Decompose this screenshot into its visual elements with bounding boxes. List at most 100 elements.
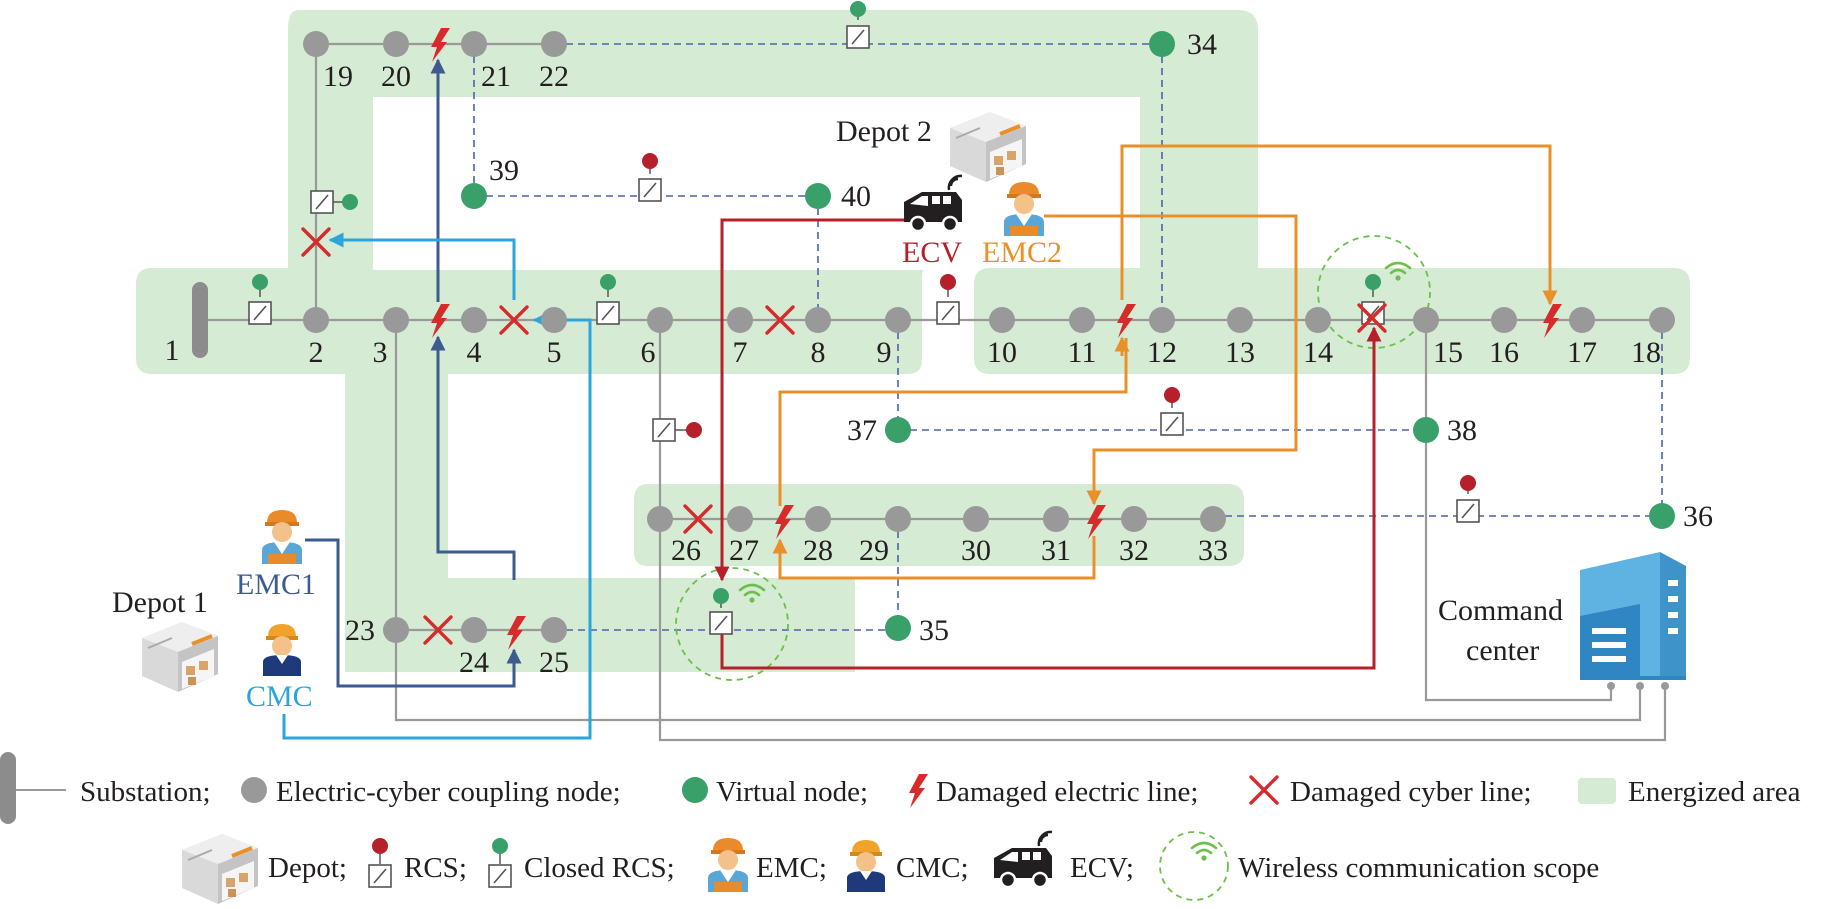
energized-area-bottom [634, 484, 1244, 566]
node-label-5: 5 [547, 336, 562, 369]
closed-rcs-icon [846, 1, 870, 49]
legend-depot-label: Depot; [268, 852, 347, 884]
legend-ecv-label: ECV; [1070, 852, 1134, 884]
legend-damaged-cyber: Damaged cyber line; [1249, 775, 1532, 808]
coupling-node-24 [461, 617, 487, 643]
depot-2: Depot 2 [836, 110, 1028, 184]
node-label-1: 1 [165, 334, 180, 367]
closed-rcs-icon [488, 864, 512, 888]
closed-rcs-icon [310, 190, 358, 214]
node-label-7: 7 [733, 336, 748, 369]
legend-closed-rcs-label: Closed RCS; [524, 852, 675, 884]
wireless-scopes [675, 235, 1431, 681]
coupling-node-18 [1649, 307, 1675, 333]
worker-icon [262, 510, 302, 564]
nodes [303, 31, 1675, 643]
node-label-28: 28 [803, 534, 833, 567]
emc1: EMC1 [236, 510, 316, 601]
coupling-node-5 [541, 307, 567, 333]
rcs-icon [652, 418, 702, 442]
node-label-30: 30 [961, 534, 991, 567]
coupling-node-31 [1043, 506, 1069, 532]
rcs-icon [638, 153, 662, 202]
coupling-node-3 [383, 307, 409, 333]
closed-rcs-icon [709, 588, 733, 635]
legend-row-2: Depot; RCS; Closed RCS; EMC; CMC; ECV; [180, 830, 1599, 906]
node-label-33: 33 [1198, 534, 1228, 567]
legend-cmc: CMC; [847, 840, 969, 892]
closed-rcs-icon [596, 274, 620, 325]
node-label-23: 23 [345, 614, 375, 647]
coupling-node-8 [805, 307, 831, 333]
closed-rcs-icon [1361, 274, 1385, 325]
coupling-node-10 [989, 307, 1015, 333]
coupling-node-26 [647, 506, 673, 532]
depot-1: Depot 1 [112, 586, 220, 694]
emc1-label: EMC1 [236, 568, 316, 601]
node-label-11: 11 [1068, 336, 1097, 369]
coupling-node-22 [541, 31, 567, 57]
coupling-node-2 [303, 307, 329, 333]
van-icon [992, 830, 1054, 889]
virtual-node-34 [1149, 31, 1175, 57]
coupling-node-17 [1569, 307, 1595, 333]
coupling-node-30 [963, 506, 989, 532]
depot-icon [948, 110, 1028, 184]
rcs-icon [1160, 387, 1184, 436]
coupling-node-11 [1069, 307, 1095, 333]
legend-wireless-label: Wireless communication scope [1238, 852, 1599, 884]
node-label-3: 3 [373, 336, 388, 369]
virtual-node-40 [805, 183, 831, 209]
cmc-route-2 [332, 238, 516, 300]
command-center-label-line2: center [1466, 634, 1539, 667]
rcs-indicator-icon [372, 838, 388, 854]
cmc-label: CMC [246, 680, 313, 713]
coupling-node-16 [1491, 307, 1517, 333]
virtual-node-36 [1649, 503, 1675, 529]
node-label-26: 26 [671, 534, 701, 567]
command-center: Command center [1438, 552, 1686, 690]
ecv: ECV [902, 174, 964, 269]
command-center-label-line1: Command [1438, 594, 1563, 627]
emc2-label: EMC2 [982, 236, 1062, 269]
depot-icon [180, 832, 260, 906]
node-label-27: 27 [729, 534, 759, 567]
legend-emc-label: EMC; [756, 852, 827, 884]
rcs-icon [368, 864, 392, 888]
coupling-node-33 [1200, 506, 1226, 532]
node-label-4: 4 [467, 336, 482, 369]
node-label-19: 19 [323, 60, 353, 93]
legend-ecv: ECV; [992, 830, 1134, 889]
cmc-worker-icon [847, 840, 885, 892]
coupling-node-15 [1413, 307, 1439, 333]
depot-2-label: Depot 2 [836, 115, 932, 148]
van-icon [902, 174, 964, 233]
virtual-node-37 [885, 417, 911, 443]
node-label-15: 15 [1433, 336, 1463, 369]
emc2: EMC2 [982, 182, 1062, 269]
coupling-node-4 [461, 307, 487, 333]
node-label-2: 2 [309, 336, 324, 369]
node-label-32: 32 [1119, 534, 1149, 567]
ecv-route-2 [720, 328, 1376, 670]
emc1-route [305, 538, 516, 688]
legend-damaged-electric: Damaged electric line; [909, 774, 1198, 808]
coupling-node-27 [727, 506, 753, 532]
node-label-37: 37 [847, 414, 877, 447]
node-label-34: 34 [1187, 28, 1217, 61]
cmc-route [282, 318, 592, 740]
coupling-node-13 [1227, 307, 1253, 333]
legend-damaged-cyber-label: Damaged cyber line; [1290, 776, 1532, 808]
legend-coupling-node: Electric-cyber coupling node; [241, 776, 621, 808]
coupling-node-12 [1149, 307, 1175, 333]
node-label-9: 9 [877, 336, 892, 369]
wireless-scope-25-35 [675, 567, 789, 681]
node-label-18: 18 [1631, 336, 1661, 369]
coupling-node-7 [727, 307, 753, 333]
closed-rcs-icon [248, 274, 272, 325]
node-label-31: 31 [1041, 534, 1071, 567]
ecv-label: ECV [902, 236, 962, 269]
worker-icon [708, 838, 748, 892]
rcs-switches [248, 1, 1480, 635]
